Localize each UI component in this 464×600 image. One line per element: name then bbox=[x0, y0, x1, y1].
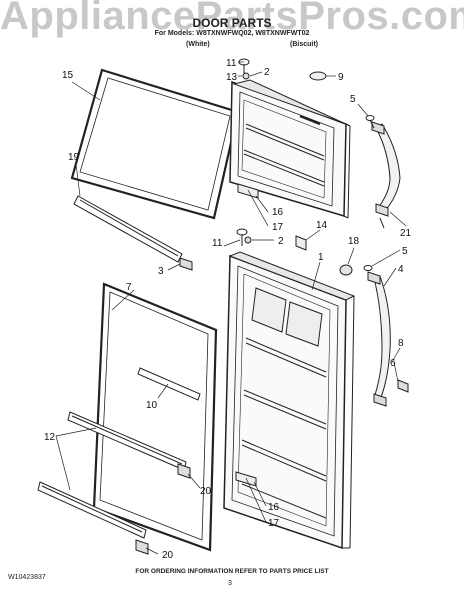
hinge-bushing-upper bbox=[242, 72, 250, 80]
leader-lines bbox=[55, 61, 407, 555]
hinge-bushing-middle bbox=[244, 236, 252, 244]
fresh-food-breaker-strip-upper bbox=[67, 411, 187, 471]
handle-end-cap-6 bbox=[397, 379, 409, 393]
document-number: W10423837 bbox=[8, 574, 46, 581]
callout-10: 10 bbox=[146, 400, 158, 411]
callout-15: 15 bbox=[62, 70, 74, 81]
callout-19: 19 bbox=[68, 152, 80, 163]
gasket-retainer-strip bbox=[137, 367, 201, 401]
variant-biscuit: (Biscuit) bbox=[290, 41, 318, 48]
callout-4: 4 bbox=[398, 264, 404, 275]
callout-17-lower: 17 bbox=[268, 518, 280, 529]
callout-2-upper: 2 bbox=[264, 67, 270, 78]
callout-17-upper: 17 bbox=[272, 222, 284, 233]
freezer-door-handle bbox=[371, 121, 401, 217]
ordering-note: FOR ORDERING INFORMATION REFER TO PARTS … bbox=[135, 568, 329, 575]
fresh-food-door-handle bbox=[367, 271, 391, 407]
handle-screw-lower bbox=[363, 265, 373, 271]
callout-14: 14 bbox=[316, 220, 328, 231]
callout-16-upper: 16 bbox=[272, 207, 284, 218]
handle-screw-upper-b bbox=[379, 217, 385, 229]
breaker-clip-middle bbox=[177, 463, 191, 479]
callout-3: 3 bbox=[158, 266, 164, 277]
breaker-clip-upper bbox=[179, 257, 193, 271]
door-stop-14 bbox=[295, 235, 307, 251]
hinge-cam-upper bbox=[237, 183, 259, 199]
freezer-breaker-strip bbox=[73, 195, 183, 263]
callout-11-middle: 11 bbox=[212, 238, 223, 249]
callout-5-lower: 5 bbox=[402, 246, 408, 257]
callout-20-bottom: 20 bbox=[162, 550, 174, 561]
freezer-door bbox=[229, 79, 351, 219]
fresh-food-door bbox=[223, 251, 356, 550]
door-plug-18 bbox=[339, 264, 353, 276]
handle-screw-upper bbox=[365, 115, 375, 129]
callout-18: 18 bbox=[348, 236, 360, 247]
callout-16-lower: 16 bbox=[268, 502, 280, 513]
callout-9: 9 bbox=[338, 72, 344, 83]
breaker-clip-bottom bbox=[135, 539, 149, 555]
callout-11-upper: 11 bbox=[226, 58, 237, 69]
callout-20-middle: 20 bbox=[200, 486, 212, 497]
callout-12: 12 bbox=[44, 432, 56, 443]
freezer-door-gasket bbox=[70, 68, 240, 220]
callout-5-upper: 5 bbox=[350, 94, 356, 105]
fresh-food-breaker-strip-lower bbox=[37, 481, 147, 539]
fresh-food-door-gasket bbox=[92, 282, 218, 552]
model-numbers: For Models: W8TXNWFWQ02, W8TXNWFWT02 bbox=[154, 30, 310, 37]
callout-13: 13 bbox=[226, 72, 238, 83]
page-number: 3 bbox=[228, 580, 232, 587]
callout-6: 6 bbox=[390, 358, 396, 369]
hinge-screw-middle bbox=[236, 228, 248, 246]
watermark: AppliancePartsPros.com bbox=[0, 0, 464, 38]
callout-8: 8 bbox=[398, 338, 404, 349]
variant-white: (White) bbox=[186, 41, 210, 48]
callout-1: 1 bbox=[318, 252, 324, 263]
callout-7: 7 bbox=[126, 282, 132, 293]
callout-21: 21 bbox=[400, 228, 412, 239]
diagram-title: DOOR PARTS bbox=[192, 16, 272, 30]
door-stop-9 bbox=[309, 71, 327, 81]
callout-2-middle: 2 bbox=[278, 236, 284, 247]
